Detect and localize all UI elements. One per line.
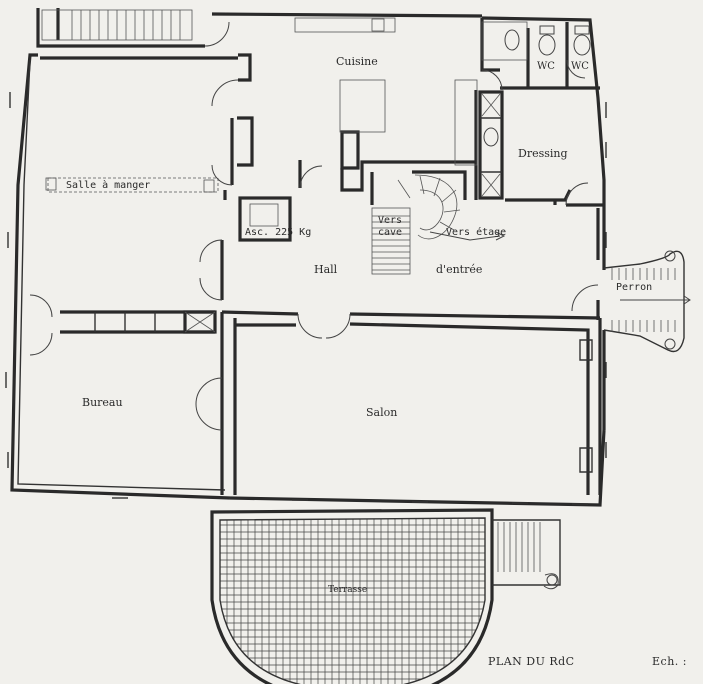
kitchen-fixtures: [294, 17, 528, 166]
scale-label: Ech. :: [652, 655, 687, 668]
label-vers-cave-2: cave: [378, 227, 403, 238]
label-salon: Salon: [366, 406, 398, 419]
label-cuisine: Cuisine: [336, 55, 378, 68]
label-wc-2: WC: [571, 61, 589, 72]
label-vers-etage: Vers étage: [446, 227, 507, 238]
window-marks: [5, 92, 607, 505]
main-staircase: [371, 174, 506, 275]
label-bureau: Bureau: [82, 396, 123, 409]
outer-walls: [10, 8, 606, 507]
perron-steps: [603, 250, 691, 353]
label-salle-a-manger: Salle à manger: [66, 180, 151, 191]
dining-table: [45, 177, 219, 193]
interior-walls: [40, 22, 604, 495]
top-stairs: [41, 9, 193, 41]
plan-title: PLAN DU RdC: [488, 655, 575, 668]
label-dressing: Dressing: [518, 147, 568, 160]
label-wc-1: WC: [537, 61, 555, 72]
doors: [29, 21, 599, 431]
wc-fixtures: [483, 25, 591, 147]
label-hall-1: Hall: [314, 263, 338, 276]
label-vers-cave-1: Vers: [378, 215, 403, 226]
label-ascenseur: Asc. 225 Kg: [245, 227, 312, 238]
label-terrasse: Terrasse: [328, 585, 368, 595]
label-perron: Perron: [616, 282, 653, 293]
label-hall-2: d'entrée: [436, 263, 483, 276]
